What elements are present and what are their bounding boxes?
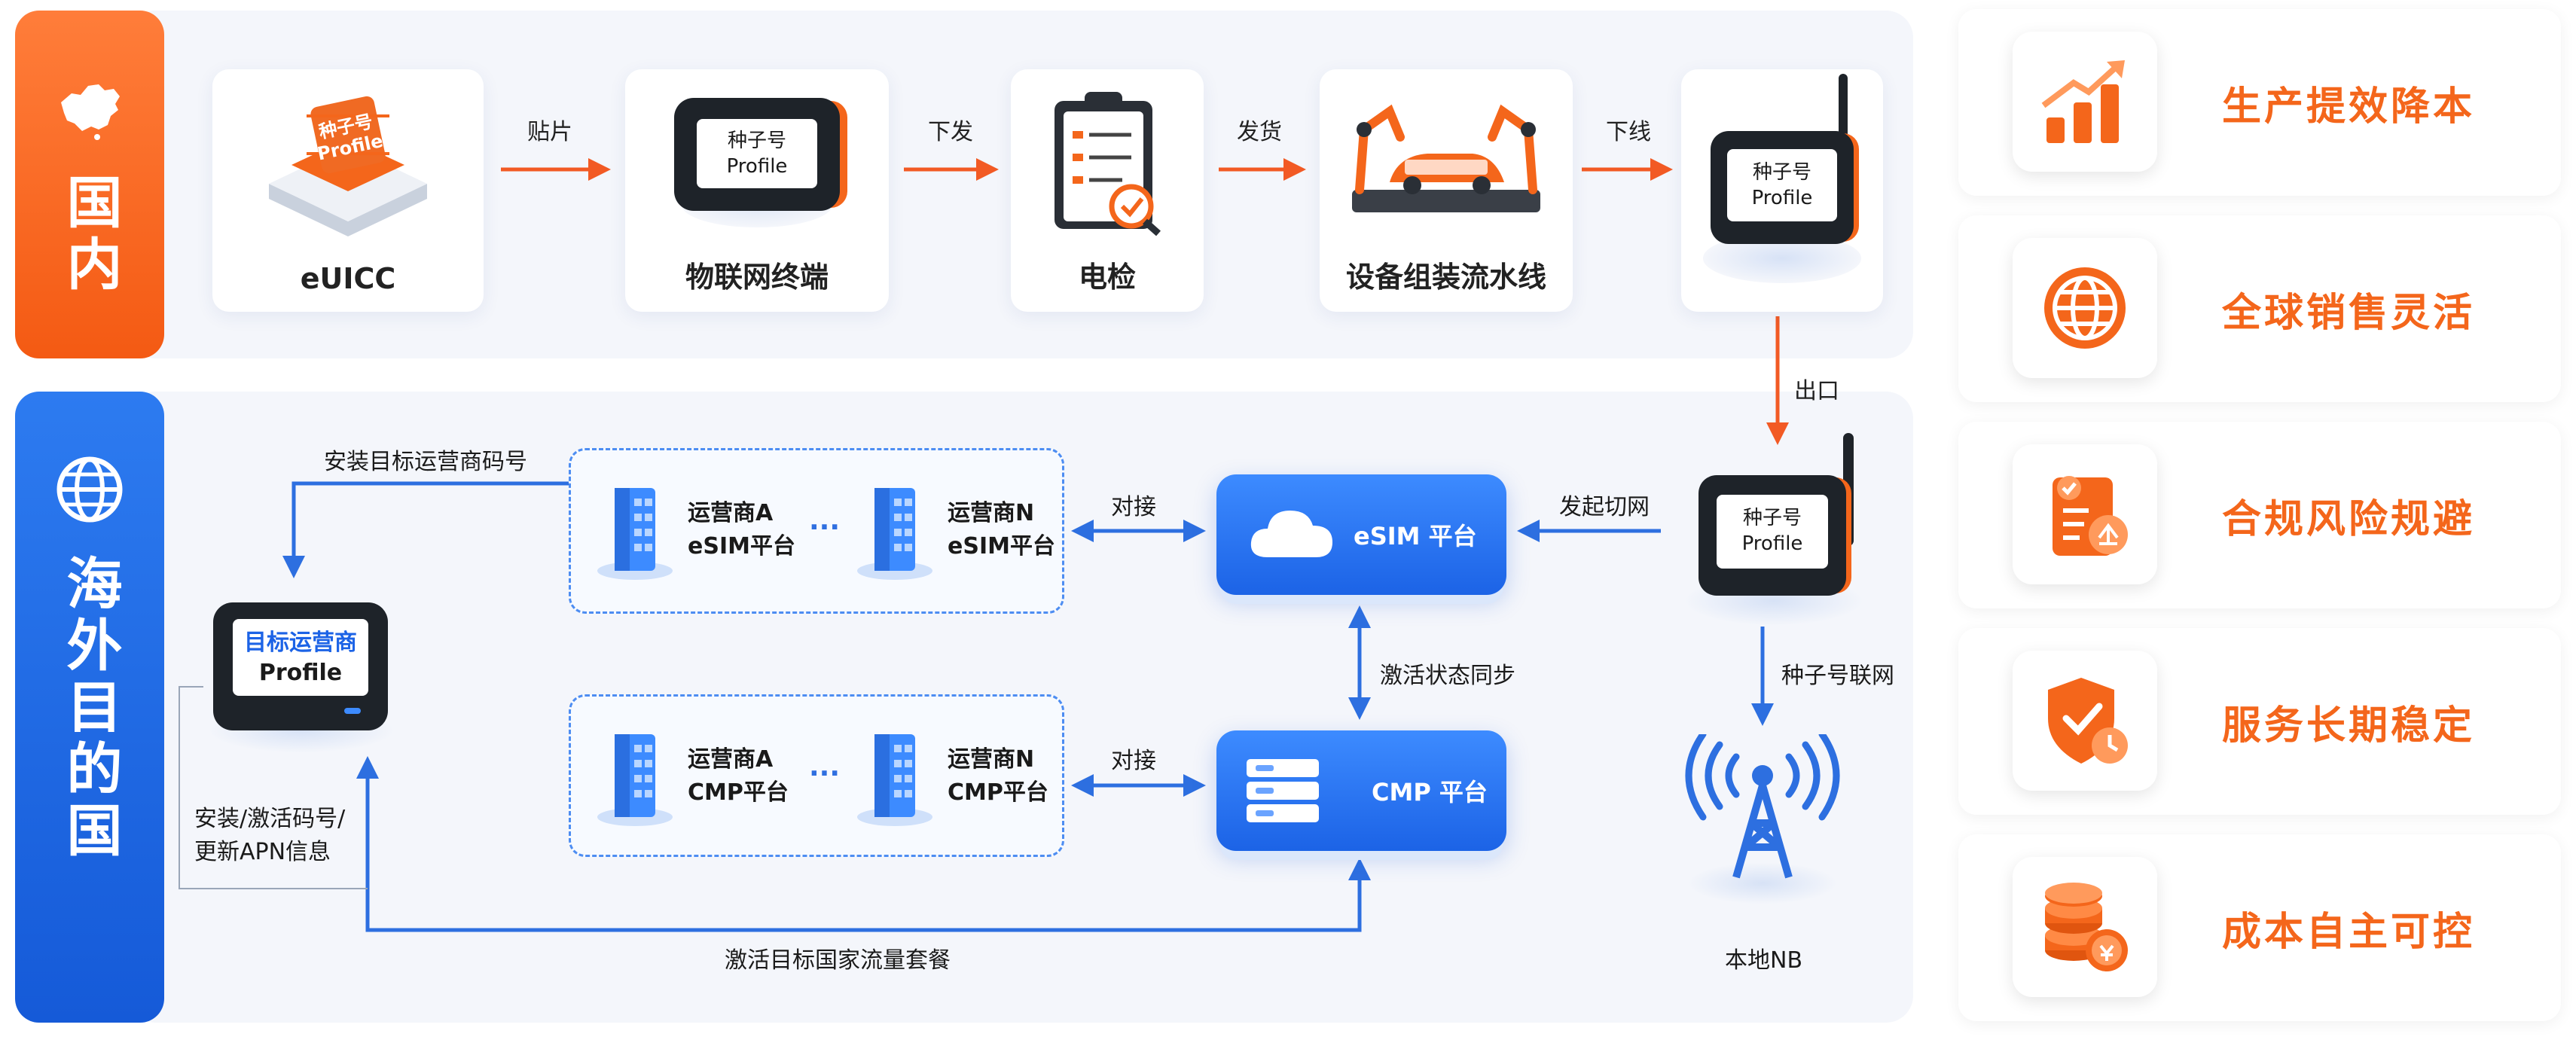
label-local-nb: 本地NB	[1725, 947, 1803, 974]
target-screen-line1: 目标运营商	[244, 630, 357, 656]
card-label-euicc: eUICC	[300, 262, 396, 295]
shield-check-icon	[2048, 678, 2128, 764]
label-install-code: 安装目标运营商码号	[324, 449, 527, 475]
card-euicc: 种子号 Profile eUICC	[212, 69, 484, 312]
card-iot-terminal: 种子号 Profile 物联网终端	[625, 69, 889, 312]
overseas-seed-device: 种子号 Profile	[1676, 433, 1879, 626]
building-icon	[597, 734, 673, 826]
china-map-icon	[61, 84, 120, 140]
cloud-icon	[1250, 511, 1332, 557]
finished-screen-line2: Profile	[1751, 187, 1813, 209]
finished-screen-line1: 种子号	[1752, 161, 1811, 184]
globe-icon	[2044, 267, 2126, 349]
domestic-arrows	[501, 158, 1789, 445]
label-sync: 激活状态同步	[1380, 663, 1515, 689]
benefit-card-cost-control: 成本自主可控	[1958, 834, 2561, 1021]
cell-tower-icon	[1685, 734, 1840, 879]
card-label-assembly-line: 设备组装流水线	[1345, 261, 1546, 294]
seed-screen-line1: 种子号	[1742, 507, 1802, 529]
label-issue: 下发	[928, 119, 973, 145]
label-export: 出口	[1794, 378, 1839, 404]
cmp-operator-group: 运营商A CMP平台 ··· 运营商N CMP平台	[569, 694, 1064, 857]
assembly-line-icon	[1352, 104, 1540, 212]
domestic-title: 国内	[57, 173, 122, 297]
label-activate-plan: 激活目标国家流量套餐	[725, 947, 951, 974]
local-nb-tower	[1683, 734, 1842, 907]
label-offline: 下线	[1606, 119, 1651, 145]
esim-op-a-platform: eSIM平台	[688, 533, 795, 560]
globe-icon	[56, 456, 123, 523]
benefit-card-global-sales: 全球销售灵活	[1958, 215, 2561, 402]
install-activate-line1: 安装/激活码号/	[194, 806, 346, 832]
card-assembly-line: 设备组装流水线	[1320, 69, 1573, 312]
install-activate-line2: 更新APN信息	[194, 839, 331, 865]
building-icon	[597, 488, 673, 580]
terminal-screen-line1: 种子号	[727, 130, 786, 152]
clipboard-check-icon	[1055, 92, 1161, 236]
esim-op-n-name: 运营商N	[948, 500, 1035, 526]
arrow-activate-plan	[356, 756, 1371, 932]
benefit-text-compliance: 合规风险规避	[2222, 496, 2476, 542]
finished-device-icon: 种子号 Profile	[1711, 131, 1854, 244]
cmp-platform: CMP 平台	[1216, 730, 1506, 851]
benefit-card-efficiency: 生产提效降本	[1958, 9, 2561, 196]
seed-device-icon: 种子号 Profile	[1699, 475, 1846, 596]
label-install-activate: 安装/激活码号/ 更新APN信息	[194, 803, 345, 869]
label-seed-network: 种子号联网	[1781, 663, 1894, 689]
benefit-text-stable-service: 服务长期稳定	[2222, 703, 2476, 749]
card-label-iot-terminal: 物联网终端	[685, 261, 829, 294]
label-ship: 发货	[1237, 119, 1282, 145]
cmp-op-n-name: 运营商N	[948, 746, 1035, 773]
seed-screen-line2: Profile	[1741, 532, 1803, 555]
esim-op-a-name: 运营商A	[688, 500, 774, 526]
overseas-title: 海外目的国	[57, 554, 122, 863]
benefit-text-global-sales: 全球销售灵活	[2222, 290, 2476, 336]
label-dock-esim: 对接	[1111, 494, 1156, 520]
compliance-document-icon	[2053, 476, 2128, 556]
cmp-ellipsis: ···	[809, 758, 841, 789]
target-device: 目标运营商 Profile	[200, 595, 403, 757]
card-finished-device: 种子号 Profile	[1681, 69, 1883, 312]
esim-platform: eSIM 平台	[1216, 474, 1506, 595]
arrow-install-code	[282, 481, 569, 578]
label-mount: 贴片	[527, 119, 572, 145]
cmp-op-n-platform: CMP平台	[948, 779, 1048, 806]
esim-op-n-platform: eSIM平台	[948, 533, 1055, 560]
building-icon	[857, 734, 932, 826]
overseas-arrows	[282, 481, 1774, 932]
terminal-screen-line2: Profile	[726, 155, 788, 178]
target-screen-line2: Profile	[258, 660, 343, 686]
iot-terminal-icon: 种子号 Profile	[674, 98, 840, 211]
cmp-op-a-platform: CMP平台	[688, 779, 789, 806]
domestic-section-tab: 国内	[15, 11, 164, 358]
overseas-section-tab: 海外目的国	[15, 392, 164, 1023]
cmp-platform-label: CMP 平台	[1372, 778, 1488, 807]
growth-chart-icon	[2041, 60, 2125, 143]
cmp-op-a-name: 运营商A	[688, 746, 774, 773]
benefit-text-cost-control: 成本自主可控	[2222, 909, 2476, 955]
card-label-inspection: 电检	[1078, 261, 1136, 294]
label-initiate-switch: 发起切网	[1559, 494, 1650, 520]
coins-icon	[2045, 883, 2128, 971]
benefit-text-efficiency: 生产提效降本	[2222, 84, 2476, 130]
benefit-card-stable-service: 服务长期稳定	[1958, 628, 2561, 815]
label-dock-cmp: 对接	[1111, 748, 1156, 774]
euicc-chip-icon	[269, 96, 427, 236]
install-activate-bracket	[179, 686, 368, 889]
building-icon	[857, 488, 932, 580]
card-inspection: 电检	[1011, 69, 1204, 312]
server-icon	[1247, 759, 1319, 822]
esim-ellipsis: ···	[809, 512, 841, 543]
esim-operator-group: 运营商A eSIM平台 ··· 运营商N eSIM平台	[569, 448, 1064, 614]
benefit-card-compliance: 合规风险规避	[1958, 422, 2561, 608]
target-device-icon: 目标运营商 Profile	[213, 602, 388, 730]
esim-platform-label: eSIM 平台	[1354, 522, 1477, 550]
